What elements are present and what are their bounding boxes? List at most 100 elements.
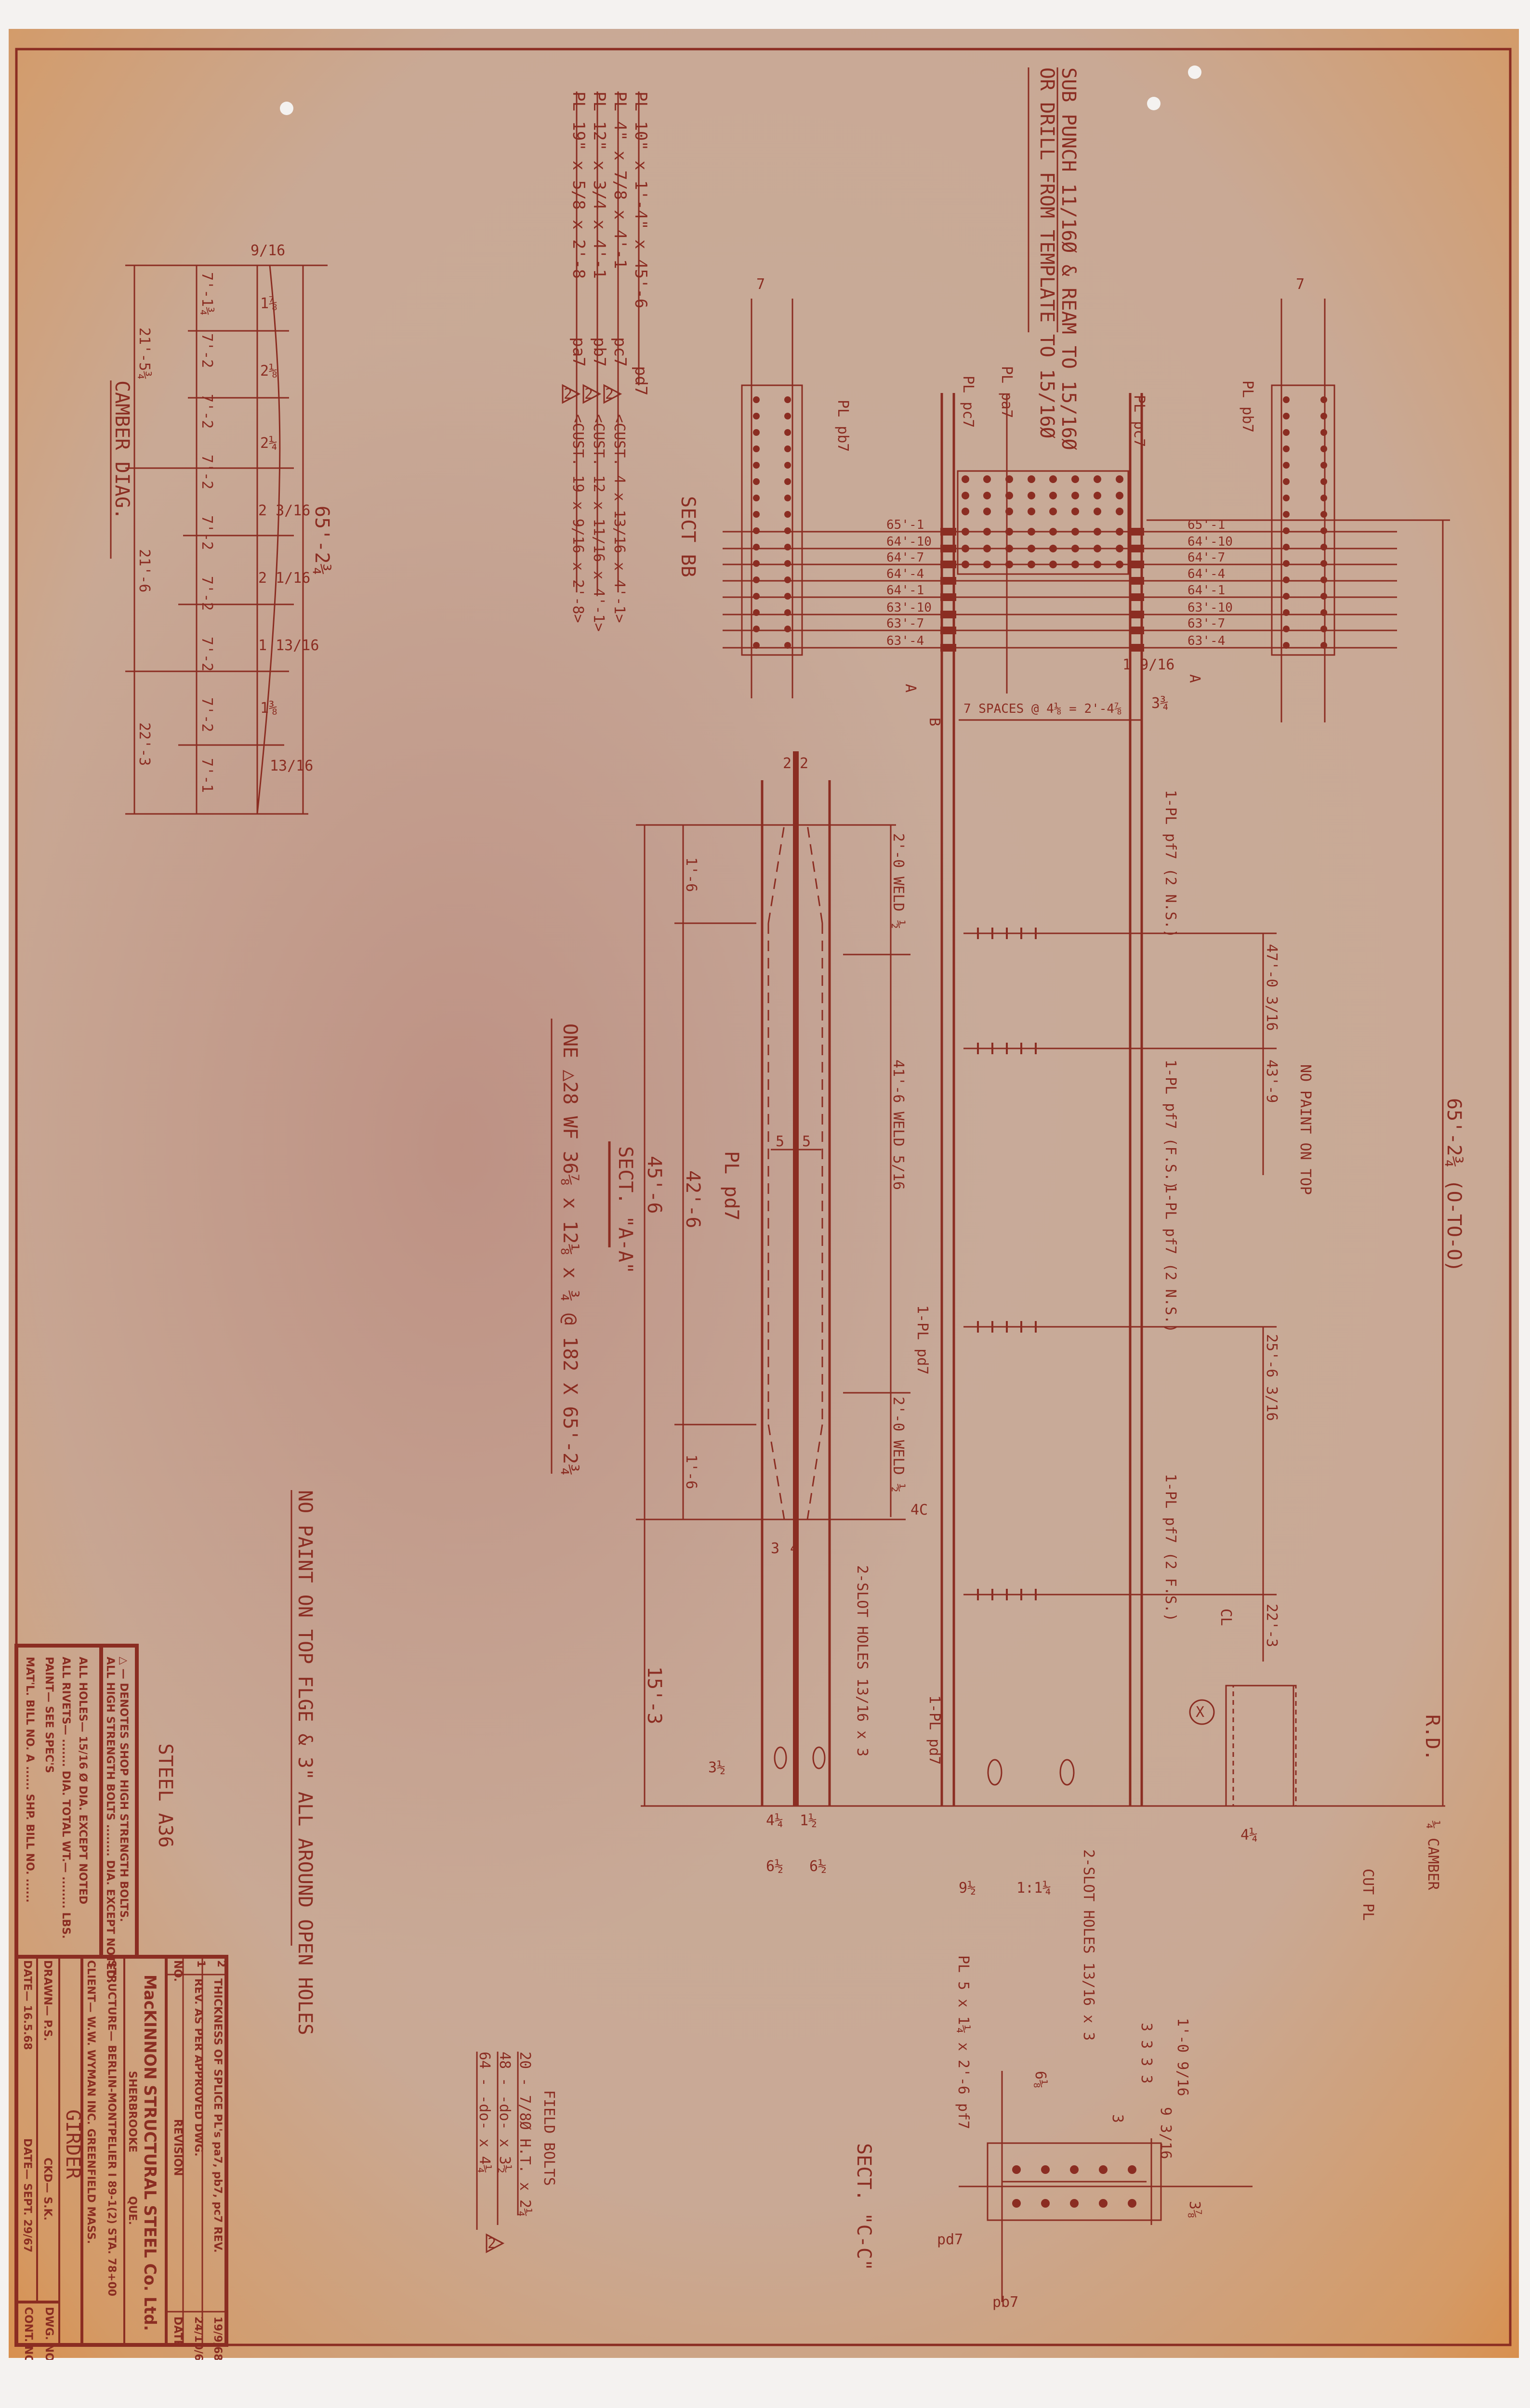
bolt-icon [1320,626,1327,632]
bolt-icon [753,609,760,616]
drawing-label: 1'-6 [683,857,699,892]
drawing-label: 1-PL pd7 [914,1305,931,1375]
drawing-label: PL pd7 [720,1151,742,1221]
bolt-icon [784,576,791,583]
drawing-label: NO. [171,1960,184,1982]
drawing-label: 7'-2 [198,455,215,489]
revision-delta-icon [486,2233,505,2253]
bolt-icon [753,560,760,567]
bolt-icon [1283,576,1290,583]
drawing-label: DATE— 16.5.68 [21,1960,33,2050]
x-mark: X [1196,1704,1204,1721]
bolt-icon [983,492,991,499]
bolt-icon [784,511,791,518]
plate-desc: PL 12" x 3/4 x 4'-1 [590,92,609,279]
drawing-label: 48 - -do- x 3½ [496,2052,513,2173]
drawing-label: 1:1¼ [1016,1880,1051,1897]
drawing-label: 20 - 7/8Ø H.T. x 2¼ [516,2052,533,2217]
bolt-icon [1012,2199,1021,2208]
bolt-icon [1320,445,1327,452]
drawing-label: 4 [790,1540,799,1557]
company-name: MacKINNON STRUCTURAL STEEL Co. Ltd. [140,1975,159,2331]
bolt-icon [784,626,791,632]
section-aa: ONE △28 WF 36⅞ x 12⅛ x ¾ @ 182 X 65'-2¾ … [551,751,931,1806]
drawing-label: 43'-9 [1263,1060,1280,1103]
bolt-icon [753,396,760,403]
drawing-label: 2 [564,386,572,403]
bolt-icon [1071,545,1079,552]
elevation-labels-right: 65'-1 64'-10 64'-7 64'-4 64'-1 63'-10 63… [1187,518,1233,648]
no-paint-note: NO PAINT ON TOP FLGE & 3" ALL AROUND OPE… [294,1490,316,2035]
drawing-label: STRUCTURE— BERLIN-MONTPELIER I 89-1(2) S… [106,1960,118,2296]
drawing-label: 1⅞ [260,295,277,312]
revision-delta-icon: 2 2 2 [562,384,622,404]
bolt-icon [753,527,760,534]
drawing-label: 65'-1 [886,518,924,532]
drawing-label: DATE— SEPT. 29/67 [21,2138,33,2252]
bolt-icon [1049,492,1057,499]
bolt-icon [1094,528,1101,536]
bolt-icon [1099,2199,1108,2208]
drawing-label: NO PAINT ON TOP [1297,1064,1314,1195]
title-block: △ — DENOTES SHOP HIGH STRENGTH BOLTS. AL… [14,1644,228,2360]
bolt-icon [784,478,791,485]
drawing-label: 2 [584,386,593,403]
bolt-icon [1116,492,1123,499]
bolt-icon [1320,511,1327,518]
drawing-label: 7 [1296,276,1305,293]
drawing-label: B [926,718,943,726]
bolt-icon [1071,528,1079,536]
bolt-icon [983,561,991,568]
drawing-label: 3 3 3 3 [1138,2023,1155,2083]
drawing-label: 2-SLOT HOLES 13/16 x 3 [854,1565,871,1756]
bolt-icon [1005,545,1013,552]
bolt-icon [1070,2165,1079,2174]
bolt-icon [1094,475,1101,483]
bolt-icon [1283,413,1290,419]
bolt-icon [784,642,791,649]
drawing-label: 7'-2 [198,576,215,611]
bolt-icon [753,626,760,632]
bolt-icon [1320,544,1327,550]
bolt-icon [962,545,969,552]
drawing-label: 2 [605,386,614,403]
drawing-label: 1-PL pd7 [926,1695,943,1765]
bolt-icon [983,528,991,536]
bolt-icon [1320,609,1327,616]
drawing-label: THICKNESS OF SPLICE PL's pa7, pb7, pc7 R… [211,1978,224,2253]
drawing-label: 2 1/16 [258,570,310,587]
bolt-icon [1005,508,1013,515]
drawing-label: QUE. [126,2196,138,2225]
drawing-label: 22'-3 [136,722,153,766]
bolt-icon [784,495,791,501]
plate-desc: PL 10" x 1'-4" x 45'-6 [631,92,650,308]
drawing-label: CL [1217,1609,1234,1626]
drawing-label: PL pc7 [1131,395,1148,447]
drawing-label: 64 - -do- x 4¼ [476,2052,493,2173]
bolt-icon [1116,545,1123,552]
overall-length: 65'-2¾ (O-TO-O) [1443,1098,1465,1272]
girder-elevation: 65'-2¾ (O-TO-O) R.D. ¼ CAMBER X CUT PL 1… [641,393,1465,2041]
drawing-label: 42'-6 [682,1170,704,1228]
drawing-label: 7'-2 [198,333,215,368]
bolt-icon [1071,508,1079,515]
drawing-label: 22'-3 [1263,1604,1280,1647]
drawing-label: 6⅛ [1032,2071,1049,2088]
member-designation: ONE △28 WF 36⅞ x 12⅛ x ¾ @ 182 X 65'-2¾ [559,1023,581,1476]
drawing-label: PL pb7 [1239,380,1256,432]
bolt-icon [1283,511,1290,518]
bolt-spacing: 7 SPACES @ 4⅛ = 2'-4⅞ [963,702,1122,716]
bolt-icon [753,544,760,550]
sect-bb-label: SECT BB [677,496,699,577]
bolt-icon [784,396,791,403]
drawing-label: CONT. NO. T-691-6 [22,2307,34,2360]
drawing-label: 13/16 [270,758,313,774]
bolt-icon [1320,413,1327,419]
plate-mark: pb7 [590,337,609,366]
drawing-label: PL 5 x 1¼ x 2'-6 pf7 [955,1955,972,2129]
bolt-icon [1320,642,1327,649]
bolt-icon [1012,2165,1021,2174]
drawing-label: 1-PL pf7 (2 F.S.) [1162,1474,1179,1622]
drawing-label: REV. AS PER APPROVED DWG. [192,1978,204,2157]
drawing-label: 2 [783,755,791,772]
